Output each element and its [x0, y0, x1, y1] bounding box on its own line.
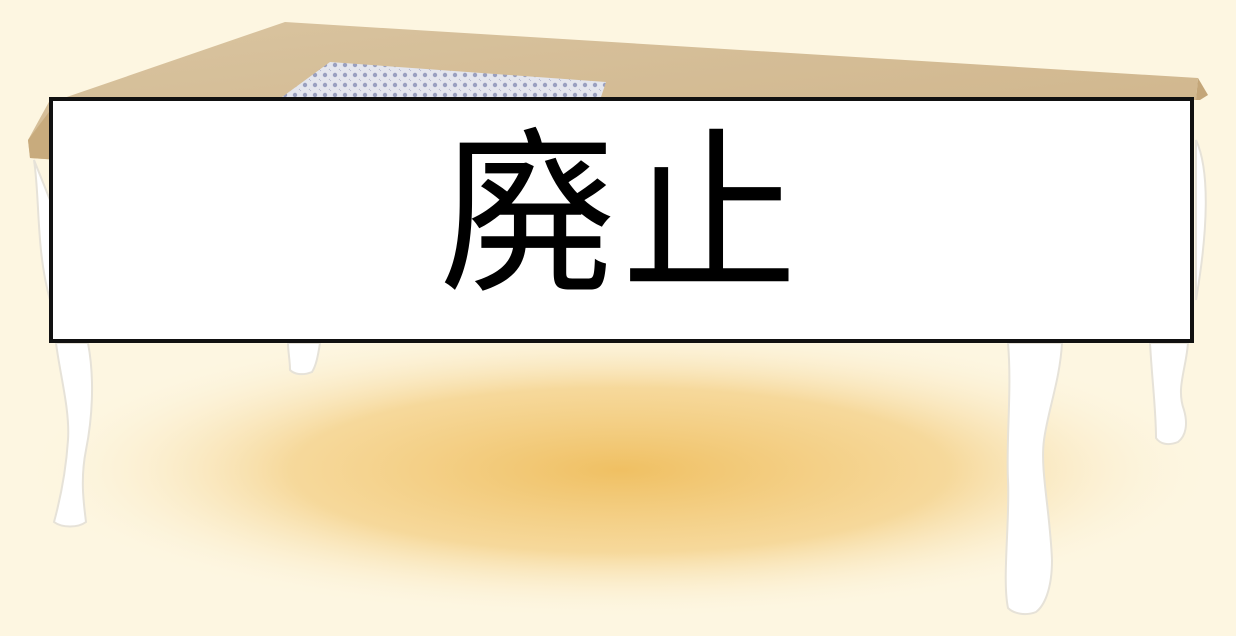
banner-text: 廃止: [439, 113, 804, 318]
leg-tops: [33, 139, 1207, 301]
discontinued-banner: 廃止: [49, 97, 1194, 343]
tile-inlay: [278, 62, 606, 100]
floor-glow: [20, 320, 1220, 620]
table-legs: [52, 342, 1190, 616]
